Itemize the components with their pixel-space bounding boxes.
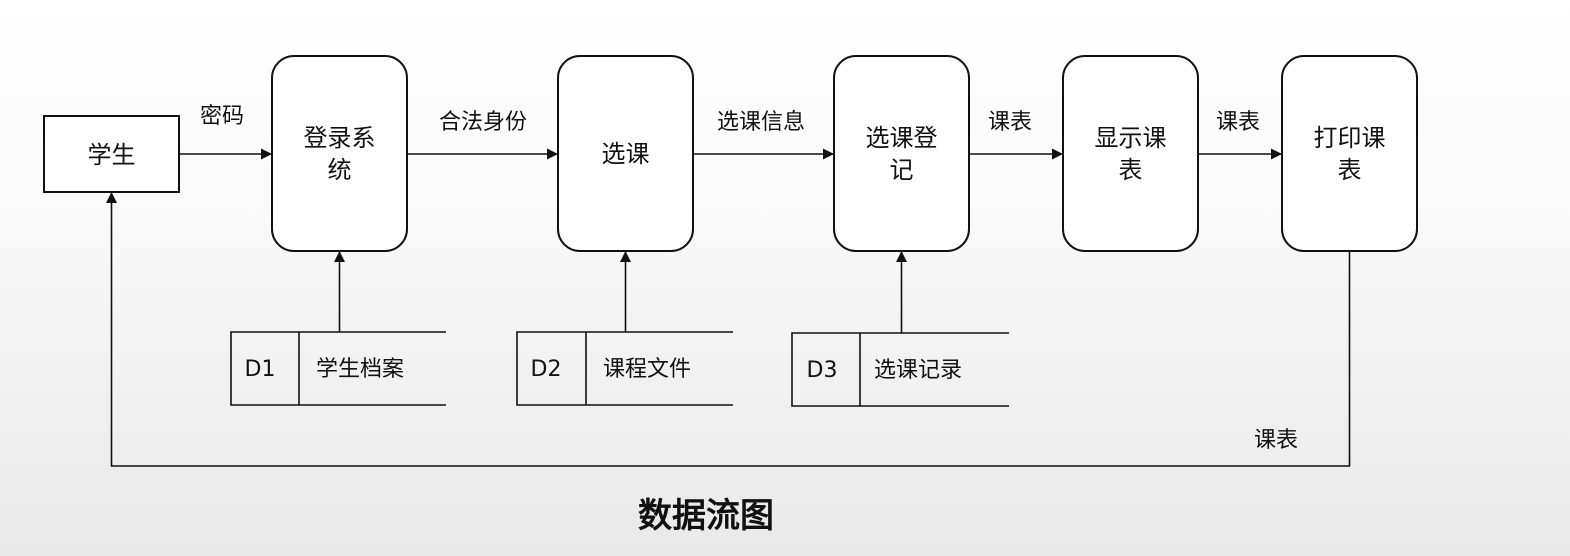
process-course-registration: 选课登 记: [833, 55, 970, 252]
data-store-course-files-id: D2: [531, 357, 562, 382]
flow-label-selection-info: 选课信息: [717, 110, 805, 135]
process-print-schedule-box: [1281, 55, 1418, 252]
data-store-student-archive: D1 学生档案: [230, 331, 446, 406]
process-display-schedule-box: [1062, 55, 1199, 252]
process-login-system: 登录系 统: [271, 55, 408, 252]
diagram-title: 数据流图: [638, 496, 774, 536]
data-store-selection-records-name: 选课记录: [874, 358, 962, 383]
flow-label-schedule-return: 课表: [1254, 428, 1298, 453]
process-print-schedule: 打印课 表: [1281, 55, 1418, 252]
process-course-registration-box: [833, 55, 970, 252]
flow-label-schedule-1: 课表: [988, 110, 1032, 135]
flow-label-schedule-2: 课表: [1216, 110, 1260, 135]
entity-student-label: 学生: [88, 141, 136, 169]
flow-arrow-print-to-student: [106, 192, 1351, 467]
entity-student: 学生: [43, 115, 180, 193]
data-store-student-archive-id: D1: [245, 357, 276, 382]
data-store-course-files-name: 课程文件: [603, 357, 691, 382]
data-store-course-files: D2 课程文件: [516, 331, 733, 406]
data-store-selection-records-id: D3: [807, 358, 838, 383]
process-display-schedule-line-1: 显示课: [1095, 124, 1167, 152]
data-store-selection-records: D3 选课记录: [791, 332, 1009, 407]
data-store-selection-records-outline: [791, 332, 1009, 407]
process-login-system-box: [271, 55, 408, 252]
process-course-selection-label: 选课: [602, 140, 650, 168]
process-print-schedule-line-1: 打印课: [1314, 124, 1386, 152]
flow-label-password: 密码: [200, 104, 244, 129]
process-display-schedule: 显示课 表: [1062, 55, 1199, 252]
process-course-registration-line-2: 记: [890, 156, 914, 184]
data-store-student-archive-name: 学生档案: [316, 357, 404, 382]
process-login-system-line-2: 统: [328, 156, 352, 184]
process-course-registration-line-1: 选课登: [866, 124, 938, 152]
process-login-system-line-1: 登录系: [304, 124, 376, 152]
entity-student-box: [43, 115, 180, 193]
process-print-schedule-line-2: 表: [1338, 156, 1362, 184]
process-display-schedule-line-2: 表: [1119, 156, 1143, 184]
process-course-selection: 选课: [557, 55, 694, 252]
flow-label-valid-identity: 合法身份: [439, 110, 527, 135]
data-store-student-archive-outline: [230, 331, 446, 406]
